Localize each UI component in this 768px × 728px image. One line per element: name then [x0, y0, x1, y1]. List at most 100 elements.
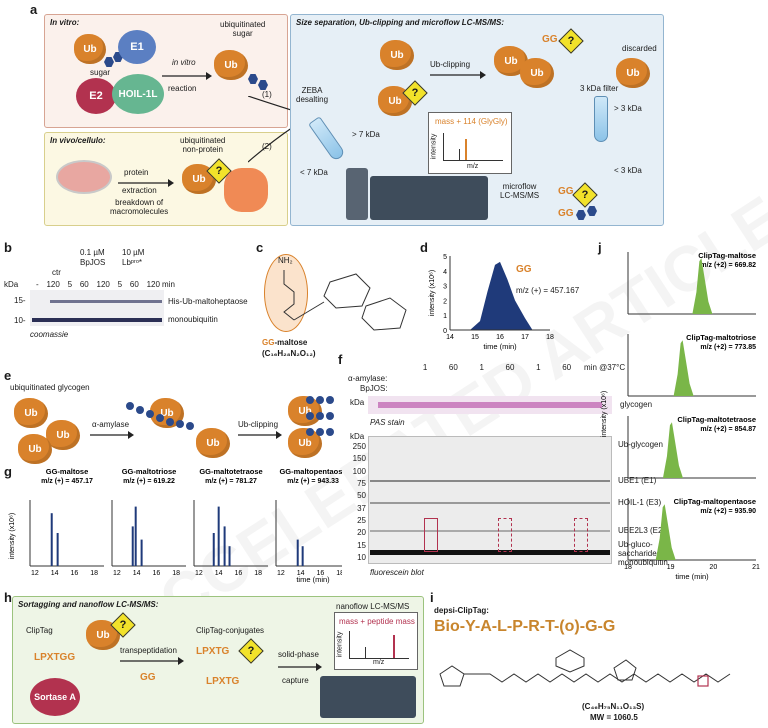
b-mw10: 10- [14, 316, 26, 325]
j-xtick: 20 [709, 564, 717, 571]
g-chart-title: GG-maltopentaose [279, 467, 342, 476]
ubiquitinated-sugar-label: ubiquitinated sugar [220, 20, 266, 38]
g-peak-bar [212, 533, 215, 566]
gg-highlight [264, 254, 308, 332]
h-intensity: intensity [336, 631, 344, 658]
h-ms-inset: mass + peptide mass intensity m/z [334, 612, 418, 670]
j-peak-area [673, 340, 694, 396]
reaction-label: reaction [168, 84, 197, 93]
b-band2: monoubiquitin [168, 315, 218, 324]
inset-intensity-label: intensity [430, 133, 438, 160]
msprep-title: Size separation, Ub-clipping and microfl… [296, 18, 505, 27]
filter-tube [594, 96, 608, 142]
blot-monoubiquitin-band [370, 550, 610, 555]
e-ubiq-glycogen: ubiquitinated glycogen [10, 383, 90, 392]
g-peak-bar [134, 506, 137, 566]
path1-label: (1) [262, 90, 272, 99]
capture-arrow [278, 663, 322, 671]
d-ytick: 4 [443, 269, 447, 276]
ub-icon-e3: Ub [18, 434, 52, 464]
h-conjugates: ClipTag-conjugates [196, 626, 265, 635]
sugar-icon [258, 80, 268, 90]
fluorescein-blot [368, 436, 612, 564]
chart-j: intensity (x10⁶) ClipTag-maltose m/z (+2) … [601, 251, 760, 581]
c-formula: (C₁₆H₂₈N₂O₁₂) [262, 349, 316, 358]
f-kda-top: kDa [350, 398, 365, 407]
g-peak-bar [296, 539, 299, 566]
g-xtick: 12 [277, 570, 285, 577]
e-amylase: α-amylase [92, 420, 130, 429]
g-chart-mz: m/z (+) = 943.33 [287, 478, 339, 485]
protein-label: protein [124, 168, 149, 177]
panel-label-g: g [4, 464, 12, 479]
sugar-icon [113, 52, 123, 62]
j-chart-mz: m/z (+2) = 854.87 [700, 426, 756, 433]
panel-label-f: f [338, 352, 343, 367]
c-name: GG-maltose [262, 338, 308, 347]
panel-label-b: b [4, 240, 12, 255]
gt7-label: > 7 kDa [352, 130, 380, 139]
e1-enzyme: E1 [118, 30, 156, 64]
g-xlabel: time (min) [296, 575, 330, 584]
h-transpeptidation: transpeptidation [120, 646, 177, 655]
d-xtick: 16 [496, 334, 504, 341]
d-xtick: 14 [446, 334, 454, 341]
filter-label: 3 kDa filter [580, 84, 619, 93]
invitro-title: In vitro: [50, 18, 80, 27]
h-lpxtg-2: LPXTG [206, 676, 240, 687]
h-cliptag: ClipTag [26, 626, 53, 635]
j-peak-area [655, 504, 676, 560]
pas-band [378, 402, 602, 408]
ubiq-nonprotein-label: ubiquitinated non-protein [180, 136, 226, 154]
g-xtick: 14 [297, 570, 305, 577]
ub-icon-e2: Ub [46, 420, 80, 450]
b-stain: coomassie [30, 330, 69, 339]
i-sequence: Bio-Y-A-L-P-R-T-(o)-G-G [434, 618, 616, 635]
extraction-label: extraction [122, 186, 157, 195]
gel-band-upper [50, 300, 162, 303]
j-xtick: 21 [752, 564, 760, 571]
f-amylase: α-amylase: [348, 374, 388, 383]
g-peak-bar [50, 513, 53, 566]
j-chart-title: ClipTag-maltose [698, 251, 756, 260]
f-bpjos: BpJOS: [360, 384, 388, 393]
b-band1: His-Ub-maltoheptaose [168, 297, 248, 306]
blot-band-labels: Ub-glycogen UBE1 (E1) HOIL-1 (E3) UBE2L3… [618, 440, 668, 567]
g-xtick: 18 [90, 570, 98, 577]
zeba-label: ZEBA desalting [296, 86, 329, 104]
b-kda: kDa [4, 280, 19, 289]
c-nh2: NH₂ [278, 256, 293, 265]
g-peak-bar [228, 546, 231, 566]
gg-label-3: GG [558, 208, 574, 219]
f-blot-caption: fluorescein blot [370, 568, 424, 577]
cliptag-structure [439, 649, 731, 687]
d-xtick: 17 [521, 334, 529, 341]
f-glycogen: glycogen [620, 400, 653, 409]
d-gg: GG [516, 264, 532, 275]
j-peak-area [692, 258, 713, 314]
sugar-label: sugar [90, 68, 111, 77]
j-xtick: 19 [667, 564, 675, 571]
lcms-instrument [370, 176, 488, 220]
invitro-label: in vitro [172, 58, 196, 67]
discarded-label: discarded [622, 44, 657, 53]
sugar-icon [248, 74, 258, 84]
g-xtick: 16 [235, 570, 243, 577]
highlight-box-1 [424, 518, 438, 552]
ub-icon-e1: Ub [14, 398, 48, 428]
d-xlabel: time (min) [483, 342, 517, 351]
d-ylabel: intensity (x10⁶) [429, 270, 436, 316]
h-gg: GG [140, 672, 156, 683]
blot-ube1-band [370, 480, 610, 482]
sugar-icon [576, 210, 586, 220]
panel-label-a: a [30, 2, 38, 17]
j-ylabel: intensity (x10⁶) [601, 391, 608, 437]
ub-icon-e5: Ub [196, 428, 230, 458]
panel-label-d: d [420, 240, 428, 255]
highlight-box-2 [498, 518, 512, 552]
gel-band-lower [32, 318, 162, 322]
b-min: min [162, 280, 175, 289]
